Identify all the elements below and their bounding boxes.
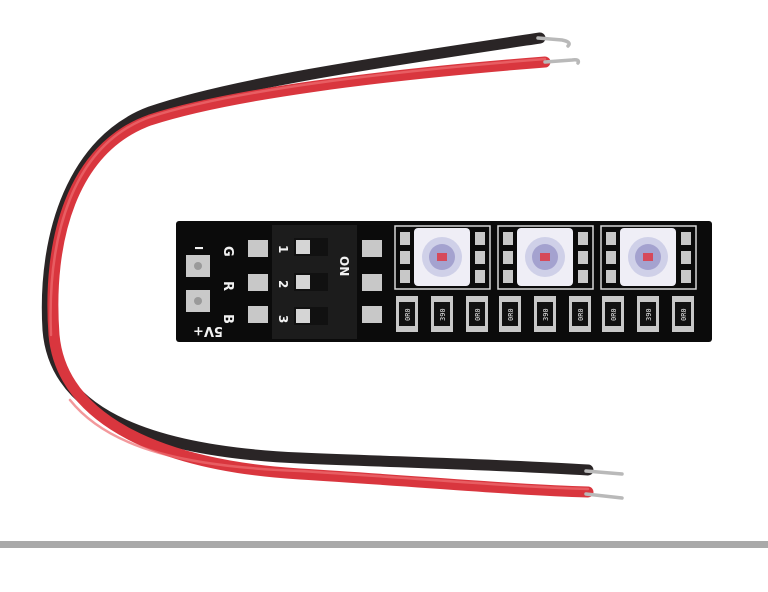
svg-text:0R0: 0R0 <box>404 308 412 321</box>
led-cell-1 <box>394 225 491 290</box>
svg-text:0R0: 0R0 <box>680 308 688 321</box>
wire-tip-top-red <box>543 58 581 65</box>
resistor-8: 390 <box>637 296 659 332</box>
red-wire-highlight <box>49 57 547 337</box>
resistor-1: 0R0 <box>396 296 418 332</box>
red-wire-highlight-lower <box>68 398 590 491</box>
wire-tip-bottom-red <box>584 492 624 500</box>
dip-number-1: 1 <box>276 245 290 253</box>
silk-ground: G <box>220 246 235 257</box>
dip-right-pads <box>362 240 382 323</box>
led-board: I G R B 5V+ 1 2 3 ON <box>176 221 712 342</box>
floor-line <box>0 541 768 548</box>
wire-tip-top-black <box>536 36 571 48</box>
resistor-4: 0R0 <box>499 296 521 332</box>
solder-pad-r-hole <box>194 262 202 270</box>
resistor-5: 390 <box>534 296 556 332</box>
dip-number-3: 3 <box>276 315 290 323</box>
resistor-7: 0R0 <box>602 296 624 332</box>
led-cell-2 <box>497 225 594 290</box>
dip-switch: 1 2 3 ON <box>272 225 357 339</box>
dip-toggle-2-knob <box>296 275 310 289</box>
dip-left-pads <box>248 240 268 323</box>
svg-text:390: 390 <box>439 308 447 321</box>
wire-tip-bottom-black <box>584 469 624 476</box>
dip-number-2: 2 <box>276 280 290 288</box>
red-wire <box>47 56 594 498</box>
svg-text:0R0: 0R0 <box>610 308 618 321</box>
dip-toggle-1-knob <box>296 240 310 254</box>
svg-text:390: 390 <box>542 308 550 321</box>
resistor-2: 390 <box>431 296 453 332</box>
svg-text:0R0: 0R0 <box>507 308 515 321</box>
silk-power: 5V+ <box>193 323 223 338</box>
svg-text:0R0: 0R0 <box>474 308 482 321</box>
resistor-9: 0R0 <box>672 296 694 332</box>
dip-on-label: ON <box>337 256 351 276</box>
resistor-row: 0R0 390 0R0 0R0 390 0R0 <box>396 296 694 332</box>
solder-pad-b-hole <box>194 297 202 305</box>
svg-text:390: 390 <box>645 308 653 321</box>
dip-toggle-3-knob <box>296 309 310 323</box>
black-wire <box>41 32 594 476</box>
wire-pair <box>41 32 624 500</box>
silk-red: R <box>220 281 235 291</box>
silk-blue: B <box>220 314 235 324</box>
resistor-3: 0R0 <box>466 296 488 332</box>
led-cell-3 <box>600 225 697 290</box>
svg-text:0R0: 0R0 <box>577 308 585 321</box>
resistor-6: 0R0 <box>569 296 591 332</box>
silk-pin-mark: I <box>192 246 205 250</box>
